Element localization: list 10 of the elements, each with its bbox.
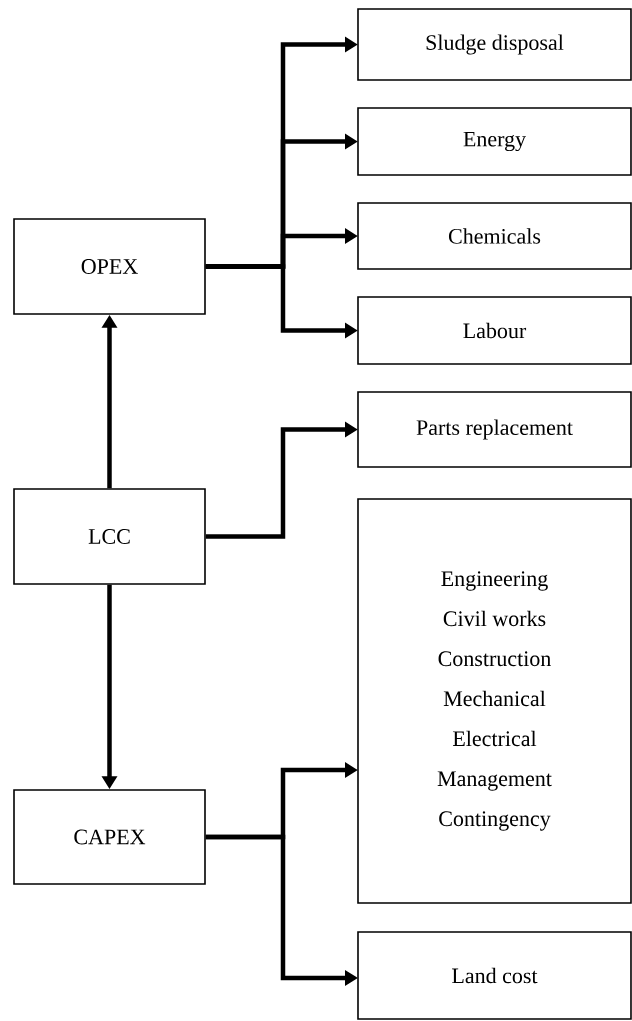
process-box: Land cost [357, 931, 632, 1020]
process-box: Labour [357, 296, 632, 365]
process-box: Chemicals [357, 202, 632, 270]
process-box: OPEX [13, 218, 206, 315]
process-box: CAPEX [13, 789, 206, 885]
process-box: Energy [357, 107, 632, 176]
process-box: Engineering Civil works Construction Mechanical Electrical Management Contingency [357, 498, 632, 904]
process-box: LCC [13, 488, 206, 585]
process-box: Sludge disposal [357, 8, 632, 81]
process-box: Parts replacement [357, 391, 632, 468]
